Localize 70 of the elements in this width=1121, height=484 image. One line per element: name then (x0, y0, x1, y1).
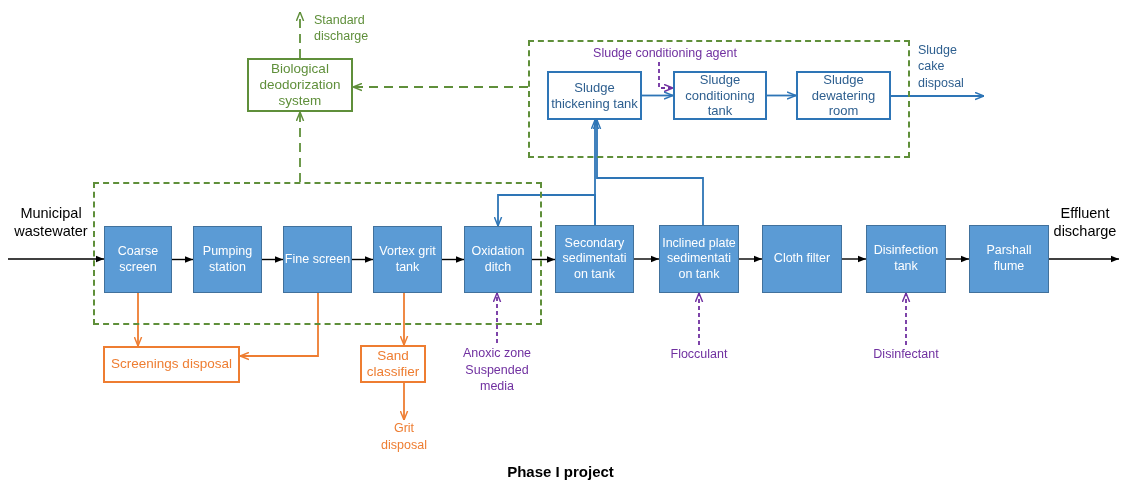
arrow (531, 256, 556, 263)
dashed-group-boundary (528, 40, 910, 158)
process-box (104, 226, 172, 293)
box-label: Pumping station (201, 243, 254, 276)
dashed-group-boundary (93, 182, 542, 325)
box-label: Sand classifier (365, 347, 421, 381)
input-text: Sludge conditioning agent (582, 45, 748, 62)
process-box (373, 226, 442, 293)
arrow (766, 91, 797, 100)
arrow (239, 292, 319, 361)
arrow (633, 255, 660, 263)
box-label: Cloth filter (773, 251, 831, 267)
arrow (738, 255, 763, 263)
dashed-arrow (492, 292, 502, 344)
input-text: Anoxic zone Suspended media (452, 343, 542, 397)
arrow (641, 91, 674, 100)
arrow (133, 292, 143, 347)
box-label: Oxidation ditch (470, 243, 526, 276)
dashed-arrow (295, 111, 305, 183)
box-label: Sludge thickening tank (550, 79, 639, 112)
dashed-arrow (901, 292, 911, 346)
process-box (969, 225, 1049, 293)
box-label: Parshall flume (985, 243, 1033, 275)
arrow (441, 256, 465, 263)
arrow (399, 292, 409, 346)
output-text: Sludge cake disposal (918, 42, 984, 100)
box-label: Biological deodorization system (258, 60, 342, 110)
process-box (547, 71, 642, 120)
box-label: Disinfection tank (872, 243, 940, 275)
process-box (762, 225, 842, 293)
arrow (890, 91, 985, 101)
arrow (493, 194, 596, 227)
box-label: Vortex grit tank (378, 243, 437, 276)
arrow (841, 255, 867, 263)
process-box (673, 71, 767, 120)
dashed-arrow (352, 82, 529, 92)
input-text: Flocculant (659, 345, 739, 363)
process-box (193, 226, 262, 293)
process-box (796, 71, 891, 120)
process-box (659, 225, 739, 293)
arrow (261, 256, 284, 263)
process-box (283, 226, 352, 293)
dashed-arrow (694, 292, 704, 346)
output-text: Effluent discharge (1051, 204, 1119, 262)
box-label: Inclined plate sedimentati on tank (661, 235, 737, 283)
arrow (592, 119, 704, 226)
arrow (945, 255, 970, 263)
deodorization-box (247, 58, 353, 112)
process-box (464, 226, 532, 293)
disposal-box (103, 346, 240, 383)
box-label: Secondary sedimentati on tank (561, 235, 628, 283)
arrow (7, 255, 105, 263)
process-box (555, 225, 634, 293)
arrow (399, 382, 409, 421)
dashed-arrow (658, 61, 674, 93)
box-label: Sludge dewatering room (810, 72, 877, 119)
output-text: Standard discharge (298, 12, 382, 54)
dashed-arrow (295, 11, 305, 59)
arrow (351, 256, 374, 263)
input-text: Disinfectant (861, 345, 951, 363)
input-text: Municipal wastewater (8, 204, 94, 262)
arrow (1048, 255, 1120, 263)
box-label: Fine screen (284, 251, 351, 268)
box-label: Coarse screen (116, 243, 160, 276)
box-label: Sludge conditioning tank (684, 72, 756, 119)
arrow (171, 256, 194, 263)
caption: Phase I project (506, 463, 615, 480)
box-label: Screenings disposal (111, 356, 232, 373)
output-text: Grit disposal (372, 420, 436, 454)
process-box (866, 225, 946, 293)
